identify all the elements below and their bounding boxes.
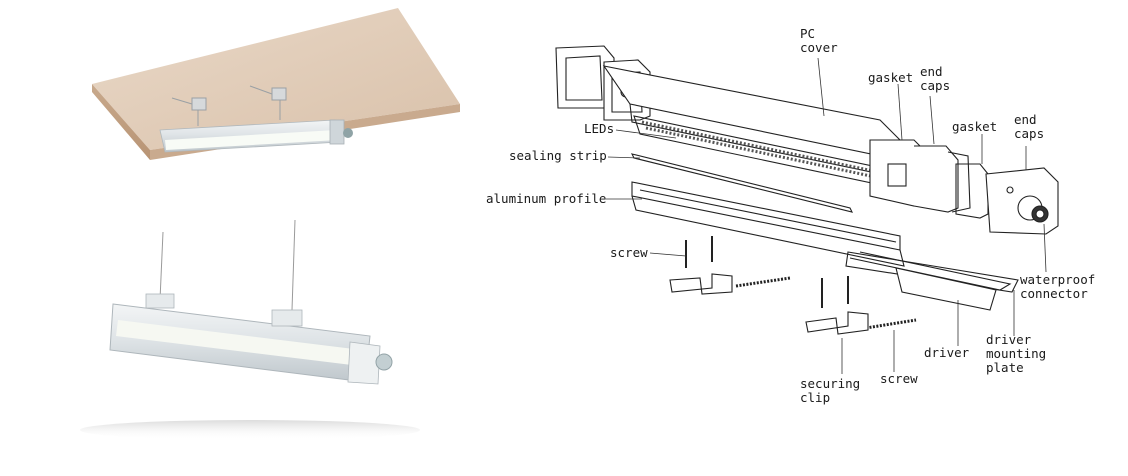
securing-clip-icon <box>669 273 869 335</box>
sealing-strip-part <box>630 153 854 213</box>
label-leds: LEDs <box>584 121 614 136</box>
label-line: PC <box>800 26 815 41</box>
label-line: gasket <box>952 119 997 134</box>
label-driver: driver <box>924 345 970 360</box>
screw-icon <box>685 236 917 330</box>
label-line: aluminum profile <box>486 191 606 206</box>
waterproof-end-cap-icon <box>985 167 1059 235</box>
label-screw-2: screw <box>880 371 918 386</box>
label-line: gasket <box>868 70 913 85</box>
driver-part <box>895 267 997 311</box>
right-end-cap-icon <box>869 139 971 213</box>
label-line: LEDs <box>584 121 614 136</box>
label-line: screw <box>610 245 648 260</box>
ceiling-clip-icon <box>171 85 287 126</box>
leader-lines <box>606 57 1047 374</box>
label-sealing-strip: sealing strip <box>509 148 607 163</box>
label-line: securing <box>800 376 860 391</box>
label-aluminum-profile: aluminum profile <box>486 191 606 206</box>
label-line: caps <box>920 78 950 93</box>
label-line: caps <box>1014 126 1044 141</box>
label-screw-1: screw <box>610 245 648 260</box>
ceiling-mount-illustration <box>80 8 460 440</box>
ceiling-board-edge <box>92 84 150 160</box>
label-gasket-1: gasket <box>868 70 913 85</box>
label-line: end <box>1014 112 1037 127</box>
exploded-view <box>555 45 1059 374</box>
label-line: sealing strip <box>509 148 607 163</box>
suspended-fixture <box>80 219 420 440</box>
label-gasket-2: gasket <box>952 119 997 134</box>
label-line: clip <box>800 390 830 405</box>
label-line: cover <box>800 40 838 55</box>
aluminum-profile-part <box>631 181 1012 291</box>
label-line: mounting <box>986 346 1046 361</box>
label-line: end <box>920 64 943 79</box>
label-line: driver <box>924 345 970 360</box>
ceiling-board <box>92 8 460 150</box>
label-line: plate <box>986 360 1024 375</box>
ceiling-fixture-tube <box>159 119 353 153</box>
label-line: connector <box>1020 286 1088 301</box>
label-line: driver <box>986 332 1032 347</box>
label-line: screw <box>880 371 918 386</box>
driver-mounting-plate-part <box>845 251 1019 293</box>
label-line: waterproof <box>1020 272 1095 287</box>
